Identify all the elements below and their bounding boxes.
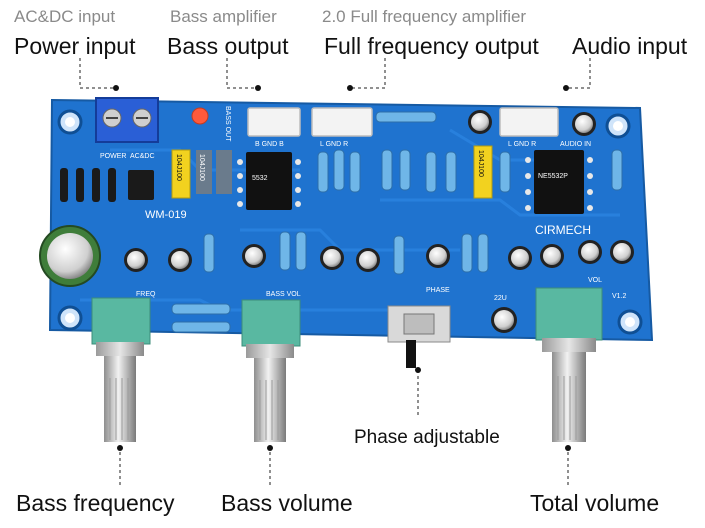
phase-adjustable-label: Phase adjustable xyxy=(354,427,500,448)
bass-out-silk: BASS OUT xyxy=(224,106,231,142)
cap-label-1: 104J100 xyxy=(175,154,182,181)
ic-chips xyxy=(237,150,593,214)
vol-silk: VOL xyxy=(588,277,602,284)
electrolytic-capacitor-large xyxy=(39,225,101,287)
bgb-silk: B GND B xyxy=(255,141,284,148)
bass-output-label: Bass output xyxy=(167,33,289,59)
bass-output-sublabel: Bass amplifier xyxy=(170,7,277,26)
diodes xyxy=(60,168,154,202)
chip-label-bass: 5532 xyxy=(252,175,268,182)
small-capacitors xyxy=(124,110,634,333)
resistors xyxy=(171,111,623,333)
cap-label-3: 104J100 xyxy=(198,154,205,181)
bass-frequency-potentiometer xyxy=(91,297,151,442)
total-volume-label: Total volume xyxy=(530,490,660,516)
chip-label-main: NE5532P xyxy=(538,173,568,180)
cap-22u-silk: 22U xyxy=(494,295,507,302)
audio-in-silk: AUDIO IN xyxy=(560,141,591,148)
board-brand: CIRMECH xyxy=(535,223,591,237)
lgr-silk-2: L GND R xyxy=(508,141,536,148)
bass-volume-label: Bass volume xyxy=(221,490,353,516)
v12-silk: V1.2 xyxy=(612,293,627,300)
power-terminal-block xyxy=(95,97,159,143)
cap-label-2: 104J100 xyxy=(477,150,484,177)
mounting-holes xyxy=(57,109,643,335)
film-capacitors xyxy=(171,145,493,199)
bass-frequency-label: Bass frequency xyxy=(16,490,175,516)
audio-input-label: Audio input xyxy=(572,33,688,59)
phase-switch xyxy=(387,305,451,368)
power-silk: POWER xyxy=(100,153,126,160)
leader-dots xyxy=(113,85,571,451)
power-input-sublabel: AC&DC input xyxy=(14,7,116,26)
board-model: WM-019 xyxy=(145,209,187,221)
phase-silk: PHASE xyxy=(426,287,450,294)
bass-vol-silk: BASS VOL xyxy=(266,291,301,298)
full-frequency-output-label: Full frequency output xyxy=(324,33,539,59)
leader-lines xyxy=(79,58,591,485)
power-input-label: Power input xyxy=(14,33,136,59)
full-frequency-output-sublabel: 2.0 Full frequency amplifier xyxy=(322,7,527,26)
lgr-silk-1: L GND R xyxy=(320,141,348,148)
acdc-silk: AC&DC xyxy=(130,153,155,160)
bass-volume-potentiometer xyxy=(241,299,301,442)
power-led xyxy=(191,107,209,125)
freq-silk: FREQ xyxy=(136,291,156,298)
total-volume-potentiometer xyxy=(535,287,603,442)
output-connectors xyxy=(247,107,559,137)
